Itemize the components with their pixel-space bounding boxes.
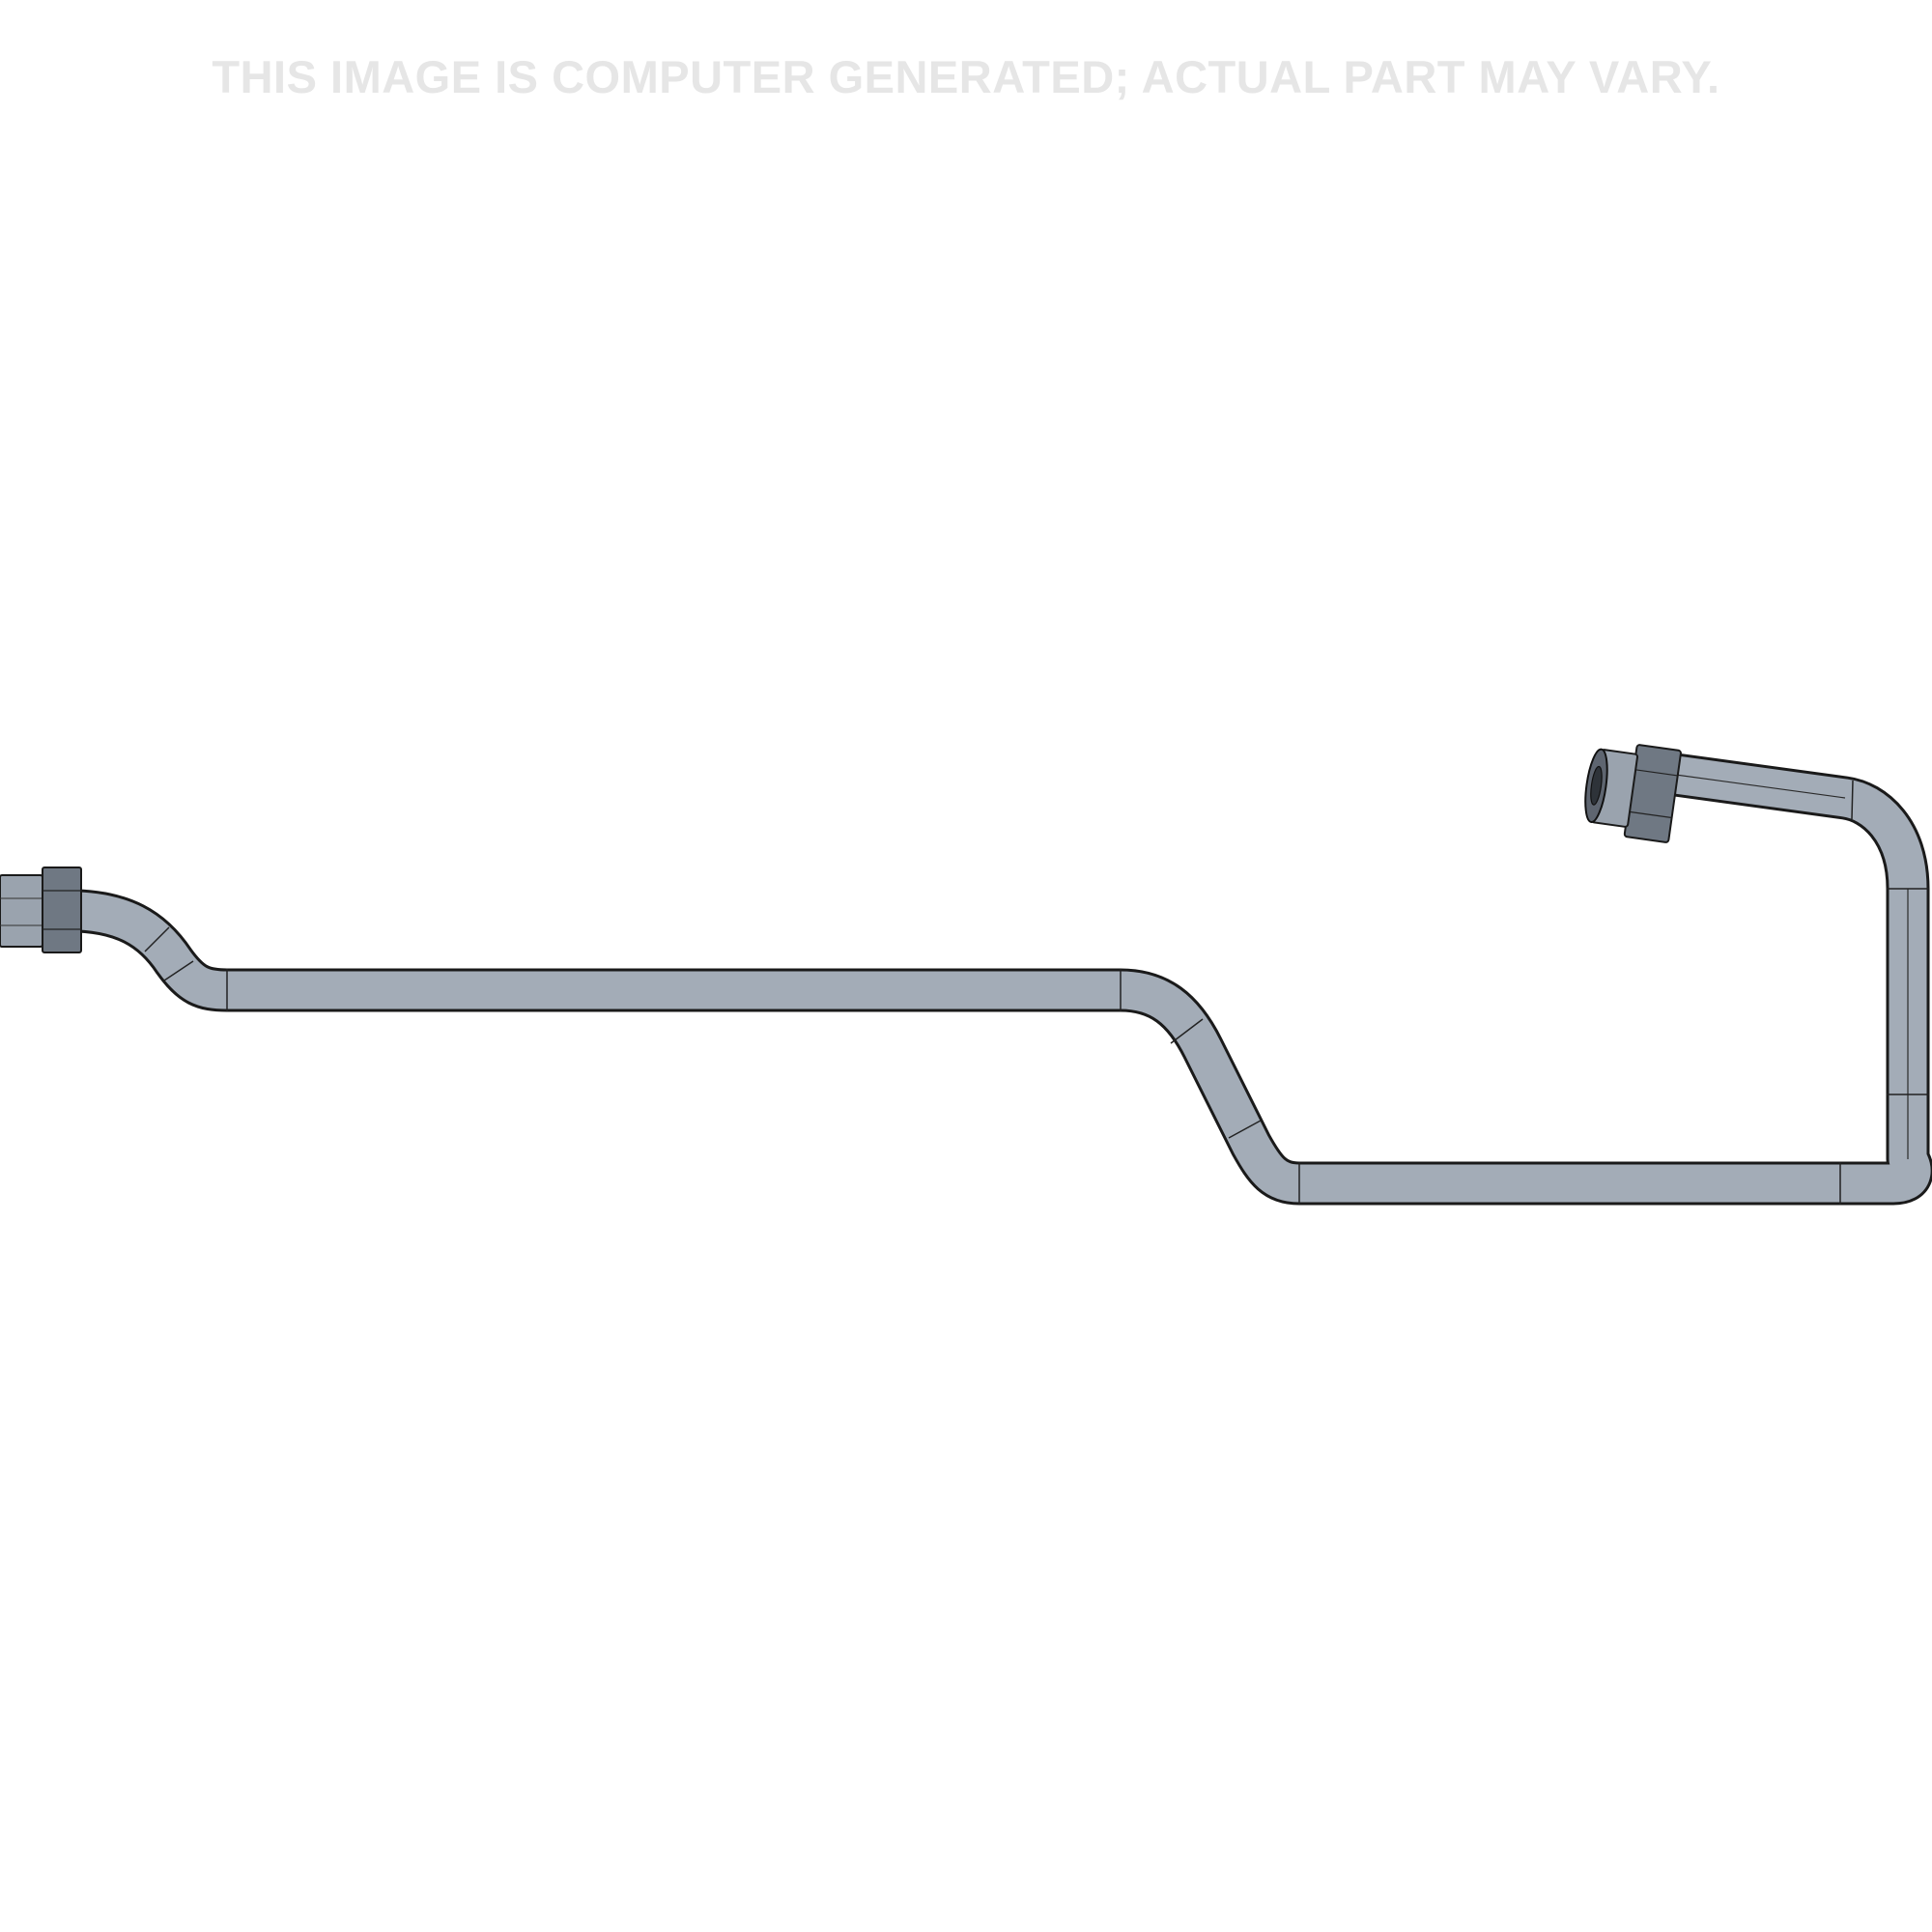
right-nut-flat (1627, 810, 1672, 819)
right-end-fitting (1584, 744, 1682, 843)
right-fitting-bore-inner (1590, 765, 1603, 806)
bend-line (163, 960, 194, 981)
bend-line (1851, 780, 1854, 820)
tube-line (57, 751, 1932, 1206)
bend-line (144, 926, 170, 952)
left-hex-nut (42, 867, 82, 953)
tube-centerline-upper (1661, 772, 1846, 799)
bend-line (1228, 1120, 1262, 1139)
bend-line (1170, 1018, 1204, 1044)
left-fitting-stem (0, 874, 43, 948)
right-nut-flat (1634, 768, 1678, 777)
left-end-fitting (0, 867, 82, 953)
tube-body (57, 753, 1931, 1203)
bend-lines (144, 780, 1929, 1205)
computer-generated-disclaimer: THIS IMAGE IS COMPUTER GENERATED; ACTUAL… (212, 51, 1720, 102)
